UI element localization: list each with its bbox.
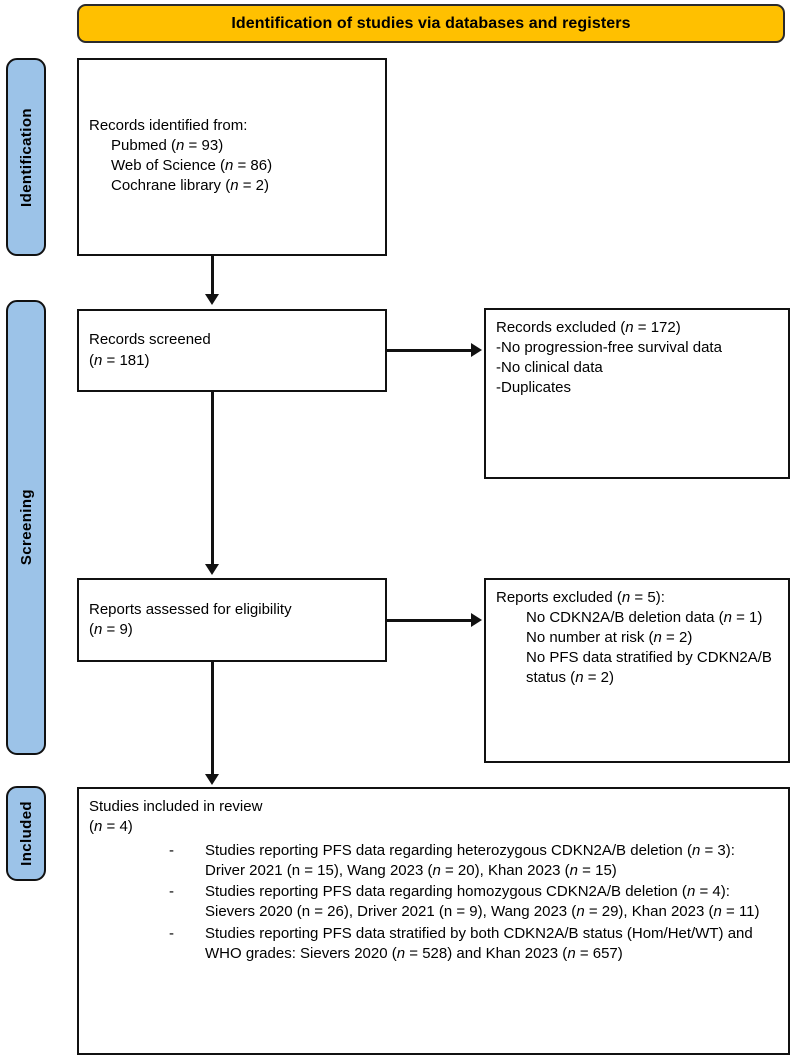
arrowhead-down-icon [205,294,219,305]
list-item: - Studies reporting PFS data regarding h… [89,841,778,881]
bullet-marker: - [169,842,174,860]
connector-screened-to-assessed [211,392,214,568]
bullet-marker: - [169,883,174,901]
records-excluded-reason-2: -Duplicates [496,379,572,397]
stage-label-identification-text: Identification [17,107,35,207]
reports-excluded-heading: Reports excluded (n = 5): [496,589,665,606]
studies-included-bullet-list: - Studies reporting PFS data regarding h… [89,841,778,964]
records-excluded-reason-0: -No progression-free survival data [496,339,722,357]
records-identified-source-pubmed: Pubmed (n = 93) [111,137,224,155]
box-records-excluded: Records excluded (n = 172) -No progressi… [484,308,790,479]
list-item: - Studies reporting PFS data stratified … [89,924,778,964]
list-item-text: Studies reporting PFS data regarding het… [205,842,735,880]
list-item: - Studies reporting PFS data regarding h… [89,882,778,922]
arrowhead-right-icon [471,343,482,357]
box-reports-excluded: Reports excluded (n = 5): No CDKN2A/B de… [484,578,790,763]
connector-assessed-to-included [211,662,214,778]
records-identified-source-web-of-science: Web of Science (n = 86) [111,157,273,175]
reports-excluded-reason-1: No number at risk (n = 2) [526,629,693,647]
records-screened-label: Records screened [89,331,211,349]
studies-included-count: (n = 4) [89,818,133,836]
arrowhead-down-icon [205,564,219,575]
box-records-screened: Records screened (n = 181) [77,309,387,392]
reports-assessed-count: (n = 9) [89,621,133,638]
reports-excluded-reason-0: No CDKN2A/B deletion data (n = 1) [526,609,763,627]
box-studies-included: Studies included in review (n = 4) - Stu… [77,787,790,1055]
stage-label-included-text: Included [17,801,35,866]
records-screened-count: (n = 181) [89,351,150,369]
bullet-marker: - [169,924,174,942]
connector-screened-to-records-excluded [387,349,473,352]
box-reports-assessed: Reports assessed for eligibility (n = 9) [77,578,387,662]
banner-title: Identification of studies via databases … [231,14,631,32]
reports-assessed-label: Reports assessed for eligibility [89,600,292,618]
records-identified-source-cochrane: Cochrane library (n = 2) [111,177,270,195]
list-item-text: Studies reporting PFS data stratified by… [205,924,753,962]
stage-label-screening-text: Screening [17,489,35,566]
arrowhead-right-icon [471,613,482,627]
reports-excluded-reason-2: No PFS data stratified by CDKN2A/B statu… [526,649,777,687]
connector-identified-to-screened [211,256,214,299]
connector-assessed-to-reports-excluded [387,619,473,622]
stage-label-identification: Identification [6,58,46,256]
box-records-identified: Records identified from: Pubmed (n = 93)… [77,58,387,256]
records-identified-title: Records identified from: [89,117,248,134]
list-item-text: Studies reporting PFS data regarding hom… [205,883,760,921]
records-excluded-reason-1: -No clinical data [496,359,603,377]
records-excluded-heading: Records excluded (n = 172) [496,319,681,336]
stage-label-included: Included [6,786,46,881]
arrowhead-down-icon [205,774,219,785]
banner-identification-databases: Identification of studies via databases … [77,4,785,43]
studies-included-label: Studies included in review [89,798,263,815]
stage-label-screening: Screening [6,300,46,755]
